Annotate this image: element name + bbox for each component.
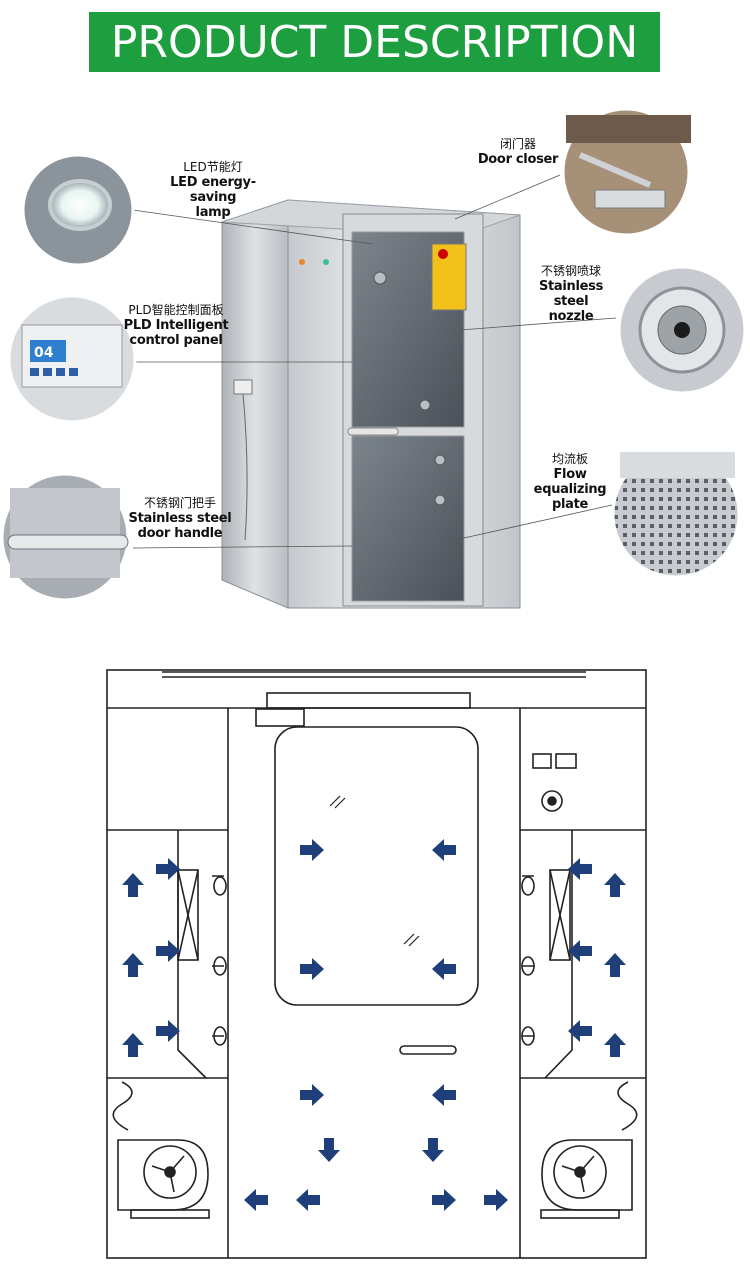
panel-readout: 04 [34, 345, 54, 361]
leader-lines [132, 174, 617, 549]
callout-door-handle-en2: door handle [137, 526, 223, 541]
callout-nozzle-cn: 不锈钢喷球 [540, 264, 601, 278]
callout-led-lamp-cn: LED节能灯 [183, 160, 243, 174]
callout-flow-plate-en2: plate [551, 497, 589, 512]
product-description-banner: PRODUCT DESCRIPTION [89, 12, 660, 72]
callout-door-handle-en1: Stainless steel [128, 511, 232, 526]
callout-door-closer-cn: 闭门器 [499, 137, 536, 151]
callout-flow-plate-cn: 均流板 [551, 452, 588, 466]
airflow-schematic [106, 669, 647, 1259]
callout-led-lamp-en2: lamp [195, 205, 231, 220]
blower-fan-icon [151, 1155, 595, 1193]
callout-led-lamp: LED节能灯 LED energy-saving lamp [148, 160, 278, 220]
callout-door-closer: 闭门器 Door closer [476, 137, 560, 167]
air-shower-cabinet [221, 199, 521, 609]
callout-control-panel-en1: PLD Intelligent [123, 318, 229, 333]
callout-led-lamp-en1: LED energy-saving [170, 175, 256, 205]
callout-door-handle-cn: 不锈钢门把手 [143, 496, 216, 510]
callout-door-handle: 不锈钢门把手 Stainless steel door handle [124, 496, 236, 541]
callout-control-panel: PLD智能控制面板 PLD Intelligent control panel [120, 303, 232, 348]
callout-flow-plate: 均流板 Flow equalizing plate [518, 452, 622, 512]
door-closer-icon [561, 107, 691, 237]
callout-flow-plate-en1: Flow equalizing [533, 467, 607, 497]
callout-nozzle-en2: nozzle [548, 309, 594, 324]
perforated-plate-icon [611, 449, 741, 579]
callout-control-panel-cn: PLD智能控制面板 [128, 303, 224, 317]
air-shower-photo: 04 [0, 107, 747, 609]
banner-title: PRODUCT DESCRIPTION [110, 16, 639, 68]
callout-nozzle: 不锈钢喷球 Stainless steel nozzle [520, 264, 622, 324]
control-panel-icon: 04 [7, 294, 137, 424]
callout-door-closer-en1: Door closer [477, 152, 559, 167]
door-handle-icon [0, 472, 130, 602]
nozzle-icon [617, 265, 747, 395]
callout-nozzle-en1: Stainless steel [538, 279, 604, 309]
schematic-outline [106, 669, 647, 1259]
airflow-arrow-icon [122, 839, 626, 1211]
glass-hatch-marks [329, 795, 420, 947]
callout-control-panel-en2: control panel [129, 333, 223, 348]
led-lamp-icon [21, 153, 135, 267]
